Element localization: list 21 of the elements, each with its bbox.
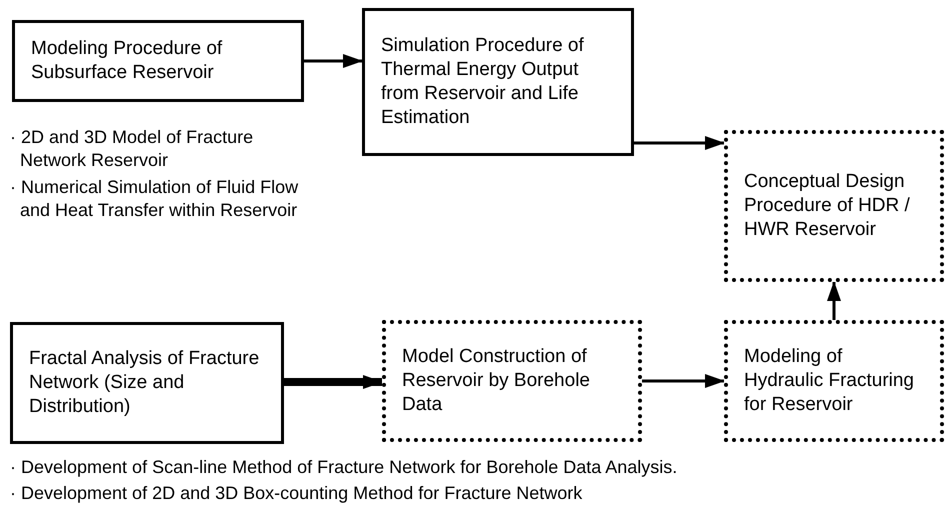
note-text: · 2D and 3D Model of Fracture Network Reservoir — [10, 126, 254, 172]
arrow — [642, 374, 725, 388]
note-text: · Development of 2D and 3D Box-counting Method for Fracture Network — [10, 482, 584, 505]
process-box — [724, 320, 944, 442]
process-box — [10, 322, 284, 444]
arrow — [827, 281, 841, 320]
box-text: Model Construction of Reservoir by Borehole Data — [402, 345, 591, 417]
box-text: Conceptual Design Procedure of HDR / HWR Reservoir — [744, 170, 911, 242]
box-text: Modeling of Hydraulic Fracturing for Reservoir — [744, 345, 915, 417]
box-text: Simulation Procedure of Thermal Energy Output from Reservoir and Life Estimation — [381, 34, 585, 130]
process-box — [724, 130, 944, 282]
note-text: · Numerical Simulation of Fluid Flow and Heat Transfer within Reservoir — [10, 176, 300, 222]
arrow — [284, 375, 383, 389]
process-box — [382, 320, 642, 442]
arrow — [304, 54, 363, 68]
box-text: Fractal Analysis of Fracture Network (Size and Distribution) — [29, 347, 260, 419]
process-box — [12, 20, 304, 102]
process-box — [362, 8, 634, 156]
box-text: Modeling Procedure of Subsurface Reservoir — [31, 37, 224, 85]
note-text: · Development of Scan-line Method of Fracture Network for Borehole Data Analysis. — [10, 456, 678, 479]
arrow — [634, 136, 725, 150]
